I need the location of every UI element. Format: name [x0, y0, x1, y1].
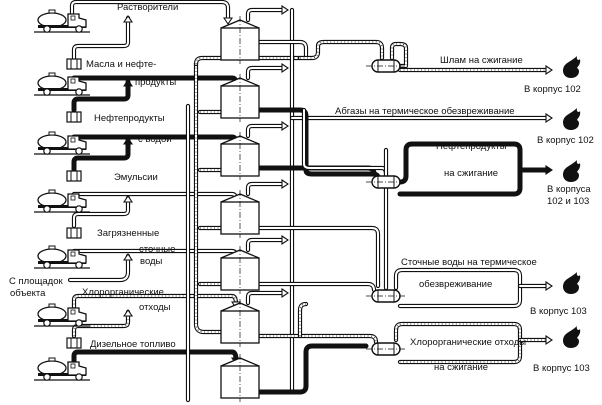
pipe-solvents-hose	[71, 15, 131, 61]
output-dest-offgas: В корпус 102	[537, 135, 594, 146]
flow-arrow-icon	[281, 287, 289, 299]
output-label-wwthermal-line2: обезвреживание	[419, 279, 492, 290]
flame-icon	[563, 108, 581, 130]
flow-arrow-icon	[281, 4, 289, 16]
storage-tank-icon	[220, 189, 260, 239]
flow-arrow-icon	[545, 112, 553, 124]
input-label-oilwater-line1: Нефтепродукты	[94, 113, 165, 124]
pipe-emulsions	[71, 191, 239, 203]
output-label-oilburn-line2: на сжигание	[444, 168, 498, 179]
labels-layer: Растворители Масла и нефте- продукты Неф…	[9, 2, 594, 374]
tanker-truck-icon	[33, 9, 91, 33]
storage-tank-icon	[220, 298, 260, 348]
output-label-chloroburn-line2: на сжигание	[434, 362, 488, 373]
pipe-oilwater-hose	[71, 137, 131, 173]
storage-tank-icon	[220, 73, 260, 123]
pipe-vent	[245, 65, 285, 81]
output-label-chloroburn-line1: Хлорорганические отходы	[410, 337, 526, 348]
flow-arrow-icon	[122, 79, 134, 87]
flame-icon	[563, 272, 581, 294]
site-label-line2: объекта	[10, 288, 46, 299]
flow-arrow-icon	[545, 334, 553, 346]
flame-icon	[563, 56, 581, 78]
input-label-solvents: Растворители	[117, 2, 178, 13]
flow-arrow-icon	[281, 62, 289, 74]
output-label-sludge: Шлам на сжигание	[440, 55, 523, 66]
pipe-chloro-to-sep	[256, 333, 379, 345]
pipe-sludge-in	[297, 39, 385, 61]
separator-vessel-icon	[365, 289, 407, 303]
pipe-ww-2	[256, 281, 377, 293]
input-label-emulsions: Эмульсии	[114, 172, 158, 183]
input-label-oilwater-line2: с водой	[138, 134, 172, 145]
storage-tank-icon	[220, 15, 260, 65]
input-label-chloro-line2: отходы	[139, 302, 171, 313]
output-dest-chloroburn: В корпус 103	[533, 363, 590, 374]
input-label-wastewater-line1: Загрязненные	[97, 228, 159, 239]
output-dest-oilburn-line2: 102 и 103	[547, 196, 589, 207]
separator-vessel-icon	[365, 175, 407, 189]
hose-coupling-icon	[66, 58, 82, 70]
pipe-oilburn-loop	[397, 141, 523, 197]
pipe-chloro-branch	[297, 301, 309, 339]
pipe-diesel	[71, 349, 239, 365]
output-dest-wwthermal: В корпус 103	[530, 306, 587, 317]
flow-arrow-icon	[545, 280, 553, 292]
pipe-emulsions-hose	[71, 195, 131, 229]
input-label-diesel: Дизельное топливо	[90, 339, 176, 350]
flow-arrow-icon	[545, 64, 553, 76]
hose-coupling-icon	[66, 227, 82, 239]
pipe-collector-top	[193, 55, 303, 67]
pipe-diesel-to-sep	[256, 343, 369, 395]
tanker-truck-icon	[33, 357, 91, 381]
pipe-chloro-hose	[71, 309, 131, 339]
pipe-tank1-out	[256, 39, 309, 61]
input-label-wastewater-line2: сточные	[139, 244, 175, 255]
output-label-oilburn-line1: Нефтепродукты	[436, 141, 507, 152]
pipe-ww-loop	[393, 267, 523, 309]
pipe-ww-1	[256, 225, 381, 289]
output-dest-oilburn-line1: В корпуса	[547, 184, 591, 195]
flow-arrow-icon	[122, 309, 134, 317]
flow-arrow-icon	[122, 15, 134, 23]
pipe-vent	[245, 290, 285, 306]
pipe-oils-hose	[71, 79, 131, 113]
pipe-vertical-collector	[193, 61, 223, 335]
pipe-sludge-loop	[389, 41, 409, 69]
input-label-chloro-line1: Хлорорганические	[82, 287, 164, 298]
hose-coupling-icon	[66, 337, 82, 349]
output-label-wwthermal-line1: Сточные воды на термическое	[401, 257, 537, 268]
hose-coupling-icon	[66, 111, 82, 123]
flow-arrow-icon	[122, 253, 134, 261]
flame-icon	[563, 160, 581, 182]
pipe-vent	[245, 123, 285, 139]
flow-arrow-icon	[281, 120, 289, 132]
pipe-chloro	[71, 293, 239, 311]
pipe-chloro-loop	[393, 321, 523, 365]
storage-tank-icon	[220, 245, 260, 295]
flow-arrow-icon	[281, 178, 289, 190]
tanker-truck-icon	[33, 303, 91, 327]
flame-icon	[563, 326, 581, 348]
input-label-oils-line2: продукты	[135, 77, 176, 88]
input-label-wastewater-line3: воды	[140, 256, 163, 267]
pipe-vent	[245, 237, 285, 253]
pipe-site	[67, 253, 131, 283]
input-label-oils-line1: Масла и нефте-	[86, 59, 156, 70]
flow-arrow-icon	[122, 137, 134, 145]
site-label-line1: С площадок	[9, 276, 64, 287]
flow-arrow-icon	[281, 234, 289, 246]
output-label-offgas: Абгазы на термическое обезвреживание	[335, 106, 515, 117]
separator-vessel-icon	[365, 342, 407, 356]
flow-arrow-icon	[545, 164, 553, 176]
pipe-solvents	[69, 0, 231, 23]
output-dest-sludge: В корпус 102	[524, 84, 581, 95]
hose-coupling-icon	[66, 170, 82, 182]
storage-tank-icon	[220, 353, 260, 403]
pipe-vent	[245, 181, 285, 197]
flow-arrow-icon	[122, 195, 134, 203]
flow-arrow-icon	[222, 17, 234, 25]
pipe-vent	[245, 7, 285, 23]
